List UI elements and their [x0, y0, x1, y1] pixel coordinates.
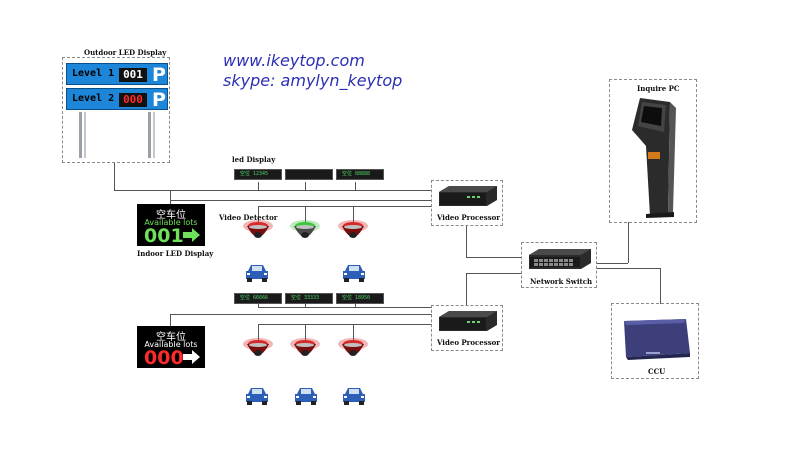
car-icon: [343, 265, 365, 282]
video-detector-caption: Video Detector: [219, 213, 278, 222]
indoor2-title: 空车位: [156, 332, 186, 343]
car-icon: [295, 388, 317, 405]
network-switch-icon: [529, 249, 591, 269]
level1-label: Level 1: [72, 68, 115, 79]
video-processor-icon: [439, 186, 497, 206]
led-strip: [285, 169, 333, 180]
arrow-right-icon: [183, 228, 200, 242]
parking-p-icon: P: [152, 89, 166, 111]
video-processor-2-label: Video Processor: [437, 338, 500, 347]
video-detector-icon: [243, 220, 273, 238]
video-processor-icon: [439, 311, 497, 331]
led-display-caption: led Display: [232, 155, 276, 164]
video-detector-icon: [338, 220, 368, 238]
car-icon: [246, 388, 268, 405]
network-switch-label: Network Switch: [530, 277, 593, 286]
indoor1-subtitle: Available lots: [144, 218, 198, 227]
video-processor-2: Video Processor: [431, 305, 503, 351]
network-switch: Network Switch: [521, 242, 597, 288]
led-strip: 空位 12345: [234, 169, 282, 180]
indoor2-subtitle: Available lots: [144, 340, 198, 349]
video-detector-icon: [243, 338, 273, 356]
website-text: www.ikeytop.com: [223, 51, 365, 70]
parking-p-icon: P: [152, 64, 166, 86]
led-strip: 空位 18950: [336, 293, 384, 304]
video-detector-icon: [290, 338, 320, 356]
skype-text: skype: amylyn_keytop: [223, 71, 403, 90]
inquire-pc-label: Inquire PC: [637, 84, 680, 93]
ccu-label: CCU: [648, 367, 666, 376]
led-strip: 空位 66666: [234, 293, 282, 304]
arrow-right-icon: [183, 350, 200, 364]
outdoor-display-frame: [62, 57, 170, 163]
led-strip: 空位 88888: [336, 169, 384, 180]
car-icon: [246, 265, 268, 282]
led-strip: 空位 33333: [285, 293, 333, 304]
indoor-display-caption: Indoor LED Display: [137, 249, 214, 258]
kiosk-icon: [632, 98, 676, 218]
indoor1-title: 空车位: [156, 210, 186, 221]
level2-label: Level 2: [72, 93, 115, 104]
ccu: CCU: [611, 303, 699, 379]
inquire-pc: Inquire PC: [609, 79, 697, 223]
video-processor-1-label: Video Processor: [437, 213, 500, 222]
outdoor-row-level1: Level 1 001 P: [66, 63, 168, 85]
outdoor-display-caption: Outdoor LED Display: [84, 48, 167, 57]
video-processor-1: Video Processor: [431, 180, 503, 226]
indoor-led-display-1: 空车位 Available lots 001: [137, 204, 205, 246]
video-detector-icon: [338, 338, 368, 356]
indoor-led-display-2: 空车位 Available lots 000: [137, 326, 205, 368]
outdoor-row-level2: Level 2 000 P: [66, 88, 168, 110]
indoor2-value: 000: [144, 347, 184, 369]
ccu-icon: [624, 319, 690, 360]
indoor1-value: 001: [144, 225, 184, 247]
level2-value: 000: [119, 93, 147, 107]
car-icon: [343, 388, 365, 405]
video-detector-icon: [290, 220, 320, 238]
level1-value: 001: [119, 68, 147, 82]
